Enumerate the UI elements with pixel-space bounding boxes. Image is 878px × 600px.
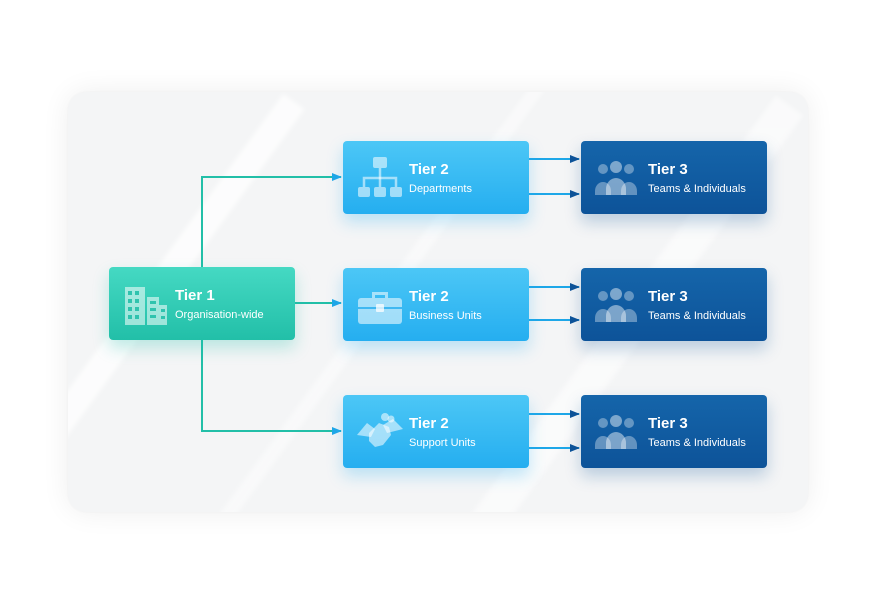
tier2-support-units-subtitle: Support Units — [409, 437, 476, 449]
tier1-box: Tier 1 Organisation-wide — [109, 267, 295, 340]
people-group-icon — [595, 288, 637, 322]
tier3-teams-box-2: Tier 3 Teams & Individuals — [581, 268, 767, 341]
office-buildings-icon — [125, 287, 167, 325]
tier3-teams-title-1: Tier 3 — [648, 161, 688, 178]
tier3-teams-title-3: Tier 3 — [648, 415, 688, 432]
tier1-subtitle: Organisation-wide — [175, 309, 264, 321]
tier2-support-units-box: Tier 2 Support Units — [343, 395, 529, 468]
connector-tier1-support-units — [201, 340, 342, 435]
tier3-teams-subtitle-2: Teams & Individuals — [648, 310, 746, 322]
tier3-teams-box-3: Tier 3 Teams & Individuals — [581, 395, 767, 468]
people-group-icon — [595, 161, 637, 195]
org-chart-icon — [358, 157, 402, 197]
tier3-teams-subtitle-1: Teams & Individuals — [648, 183, 746, 195]
tier2-business-units-title: Tier 2 — [409, 288, 449, 305]
tier3-teams-title-2: Tier 3 — [648, 288, 688, 305]
people-group-icon — [595, 415, 637, 449]
briefcase-icon — [358, 292, 402, 324]
handshake-icon — [357, 413, 403, 447]
tier2-support-units-title: Tier 2 — [409, 415, 449, 432]
tier2-business-units-subtitle: Business Units — [409, 310, 482, 322]
tier2-departments-title: Tier 2 — [409, 161, 449, 178]
connector-tier1-departments — [201, 173, 342, 267]
tier1-title: Tier 1 — [175, 287, 215, 304]
tier3-teams-box-1: Tier 3 Teams & Individuals — [581, 141, 767, 214]
tier2-departments-subtitle: Departments — [409, 183, 472, 195]
tier2-departments-box: Tier 2 Departments — [343, 141, 529, 214]
tier2-business-units-box: Tier 2 Business Units — [343, 268, 529, 341]
tier3-teams-subtitle-3: Teams & Individuals — [648, 437, 746, 449]
